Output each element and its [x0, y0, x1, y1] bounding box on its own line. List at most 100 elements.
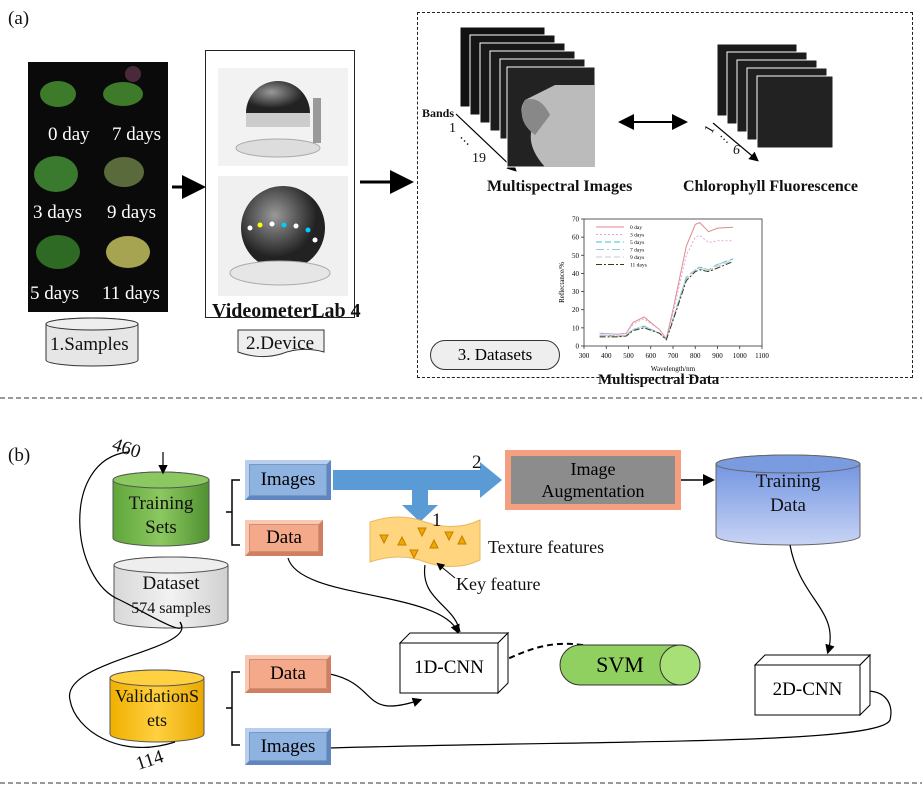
samples-caption: 1.Samples — [50, 334, 129, 355]
arrow-1-label: 1 — [432, 510, 442, 531]
leaf-9-days — [104, 157, 144, 187]
device-caption-shape — [237, 329, 325, 358]
legend-label-1: 3 days — [630, 233, 644, 239]
sample-label: 3 days — [33, 202, 83, 223]
validation-sets-cylinder — [109, 669, 205, 743]
sample-label: 7 days — [112, 124, 162, 145]
multispectral-data-label: Multispectral Data — [598, 372, 720, 388]
chl-end: 6 — [733, 143, 740, 158]
device-caption: 2.Device — [246, 333, 315, 354]
chlorophyll-label: Chlorophyll Fluorescence — [683, 178, 858, 195]
data-top-box: Data — [245, 520, 323, 556]
brace-top — [226, 479, 240, 546]
key-feature-label: Key feature — [456, 574, 541, 594]
leaf-11-days — [106, 236, 150, 268]
x-tick-label: 400 — [601, 352, 612, 360]
sample-label: 9 days — [107, 202, 157, 223]
plot-frame — [583, 218, 763, 347]
data-bottom-box: Data — [245, 655, 331, 693]
x-tick-label: 600 — [646, 352, 657, 360]
series-line-1 — [599, 234, 734, 340]
brace-bottom — [226, 671, 240, 746]
leaf-5-days — [36, 235, 80, 269]
leaf-3-days — [34, 156, 78, 192]
panel-b-connectors — [0, 451, 922, 784]
cnn1d-label: 1D-CNN — [414, 657, 484, 678]
svm-label: SVM — [596, 652, 644, 677]
x-tick-label: 300 — [579, 352, 590, 360]
samples-photo-grid: 0 day 7 days 3 days 9 days 5 days 11 day… — [28, 62, 168, 312]
y-tick-label: 30 — [572, 288, 580, 296]
legend-label-0: 0 day — [630, 225, 642, 231]
sample-label: 5 days — [30, 283, 80, 304]
key-feature-arrow — [436, 562, 456, 579]
y-tick-label: 20 — [572, 306, 580, 314]
panel-a-label: (a) — [8, 8, 30, 29]
series-line-0 — [599, 222, 734, 340]
legend-label-4: 9 days — [630, 255, 644, 261]
bands-label: Bands — [422, 106, 455, 120]
training-data-cylinder — [715, 454, 861, 546]
cnn2d-label: 2D-CNN — [772, 679, 843, 700]
legend-label-5: 11 days — [630, 263, 647, 269]
loop-460 — [79, 451, 183, 629]
cnn1d-cube — [398, 631, 510, 695]
sample-label: 0 day — [48, 124, 90, 145]
texture-features-shape — [369, 516, 481, 567]
multispectral-images-label: Multispectral Images — [487, 178, 633, 195]
arrow-2-label: 2 — [472, 452, 482, 473]
y-axis-label: Reflectance/% — [558, 262, 566, 303]
device-sphere-open — [241, 186, 325, 270]
leaf-0-day — [40, 81, 76, 107]
datasets-box — [417, 12, 913, 378]
x-tick-label: 500 — [623, 352, 634, 360]
samples-cylinder-shape — [45, 317, 139, 367]
arrow-to-texture — [402, 490, 438, 522]
panel-a-arrows — [0, 113, 922, 399]
series-line-3 — [599, 259, 734, 341]
legend-label-2: 5 days — [630, 240, 644, 246]
x-tick-label: 1100 — [755, 352, 769, 360]
texture-triangles — [379, 527, 467, 560]
bands-arrow — [455, 113, 517, 172]
chlorophyll-image-stack — [716, 43, 834, 149]
device-photos — [218, 68, 348, 296]
series-line-4 — [599, 260, 734, 341]
bands-start: 1 — [449, 121, 456, 136]
y-tick-label: 70 — [572, 216, 580, 224]
y-tick-label: 0 — [576, 343, 580, 351]
device-dome — [246, 81, 310, 113]
datasets-caption: 3. Datasets — [430, 340, 560, 370]
loop-114 — [69, 621, 183, 748]
sample-label: 11 days — [102, 283, 160, 304]
legend-label-3: 7 days — [630, 248, 644, 254]
device-name: VideometerLab 4 — [212, 300, 361, 322]
x-tick-label: 1000 — [733, 352, 748, 360]
training-sets-cylinder — [112, 471, 210, 547]
images-top-box: Images — [245, 460, 331, 500]
x-tick-label: 900 — [712, 352, 723, 360]
led-ring — [247, 221, 318, 243]
x-axis-label: Wavelength/nm — [651, 365, 696, 373]
bands-end: 19 — [472, 151, 486, 166]
images-bottom-box: Images — [245, 728, 331, 765]
y-tick-label: 60 — [572, 234, 580, 242]
chl-arrow — [712, 122, 759, 162]
cnn2d-cube — [753, 653, 872, 717]
series-line-5 — [599, 261, 734, 341]
leaf-7-days — [103, 82, 143, 106]
texture-features-label: Texture features — [488, 537, 605, 557]
series-line-2 — [599, 258, 734, 341]
panel-b-label: (b) — [8, 445, 31, 466]
x-tick-label: 800 — [690, 352, 701, 360]
dataset-cylinder — [113, 556, 229, 629]
y-tick-label: 10 — [572, 324, 580, 332]
y-tick-label: 40 — [572, 270, 580, 278]
